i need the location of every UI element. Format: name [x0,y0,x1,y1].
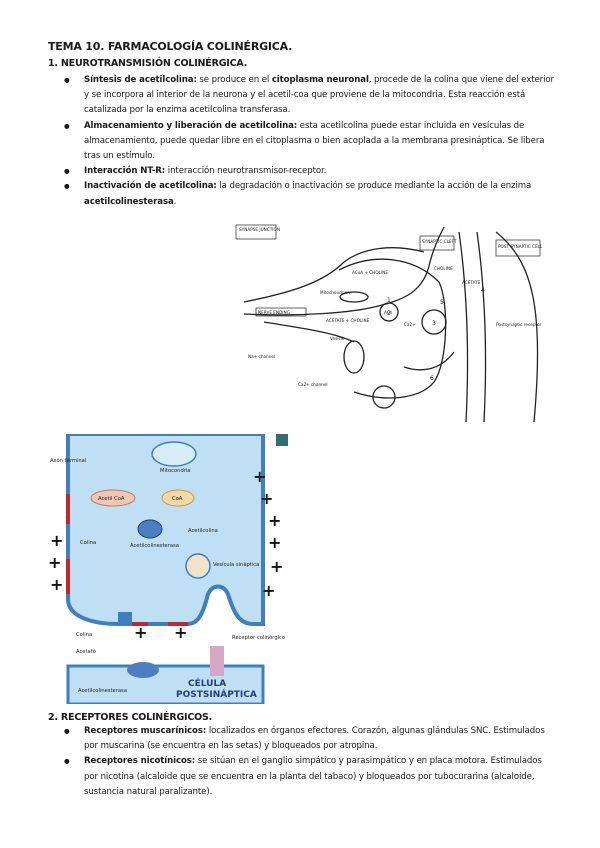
section-heading-2: 2. RECEPTORES COLINÉRGICOS. [48,712,213,723]
svg-text:+: + [268,533,281,552]
colina-label-2: Colina [76,632,92,638]
step-5: 5 [440,299,444,306]
svg-text:+: + [48,553,61,572]
coa-label: CoA [172,496,183,502]
axon-label: Axón terminal [50,457,86,464]
bullet-list-2: Receptores muscarínicos: localizados en … [48,724,558,800]
page-title: TEMA 10. FARMACOLOGÍA COLINÉRGICA. [48,40,293,53]
acetil-coa-label: Acetil CoA [98,496,125,502]
list-item: Inactivación de acetilcolina: la degrada… [48,179,558,209]
na-channel-label: Na+ channel [248,354,275,359]
mitocondria-label: Mitocondria [160,468,190,474]
svg-text:+: + [262,581,275,600]
acetato-label: Acetato [76,649,96,655]
list-item: Interacción NT-R: interacción neurotrans… [48,164,558,179]
receptor-label: Postsynaptic receptor [496,322,542,327]
cholinergic-terminal-diagram: Axón terminal Mitocondria Acetil CoA CoA… [48,434,286,704]
svg-text:+: + [50,575,63,594]
nerve-ending-label: NERVE ENDING [258,310,290,315]
vesicula-label: Vesícula sináptica [213,561,259,568]
synapse-label: SYNAPSE JUNCTION [239,227,280,232]
list-item: Receptores muscarínicos: localizados en … [48,724,558,754]
list-item: Síntesis de acetilcolina: se produce en … [48,73,558,119]
enzyme-label: Acetilcolinesterasa [130,543,179,549]
mitochondrion-label: Mitochondrion [320,290,350,295]
list-item: Receptores nicotínicos: se sitúan en el … [48,754,558,800]
ca-channel-label: Ca2+ channel [298,382,328,387]
cleft-label: SYNAPTIC CLEFT [422,239,457,244]
step-6: 6 [430,375,434,382]
step-4: 4 [481,287,485,294]
receptor-colinergico-label: Receptor colinérgico [232,634,285,641]
synapse-diagram: SYNAPSE JUNCTION SYNAPTIC CLEFT POST SYN… [235,224,543,423]
svg-text:+: + [268,511,281,530]
colina-label: Colina [80,540,96,546]
list-item: Almacenamiento y liberación de acetilcol… [48,119,558,165]
step-2: 2 [387,310,391,317]
bullet-list-1: Síntesis de acetilcolina: se produce en … [48,73,558,210]
svg-text:+: + [174,623,187,642]
step-3: 3 [432,320,436,327]
celula-label: CÉLULA [188,677,226,689]
figure-corner-marker [276,434,288,446]
vesicle-label: Vesicle [330,336,345,341]
svg-text:+: + [270,557,283,576]
section-heading-1: 1. NEUROTRANSMISIÓN COLINÉRGICA. [48,58,248,69]
step-1: 1 [387,297,391,304]
acetate-label: ACETATE [462,280,481,285]
svg-text:+: + [50,531,63,550]
calcium-label: Ca2+ [404,322,416,327]
postsynaptic-label: POST SYNAPTIC CELL [498,244,543,249]
ach-label: ACh [384,310,393,315]
choline-label: CHOLINE [434,266,453,271]
acoa-label: ACoA + CHOLINE [352,270,388,275]
acetilcolina-label: Acetilcolina [188,528,218,534]
svg-text:+: + [134,623,147,642]
acetilcolinesterasa-label: Acetilcolinesterasa [78,688,127,694]
svg-text:+: + [260,489,273,508]
acetate-choline-label: ACETATE + CHOLINE [326,318,370,323]
svg-text:+: + [253,467,266,486]
postsinaptica-label: POSTSINÁPTICA [176,688,257,700]
